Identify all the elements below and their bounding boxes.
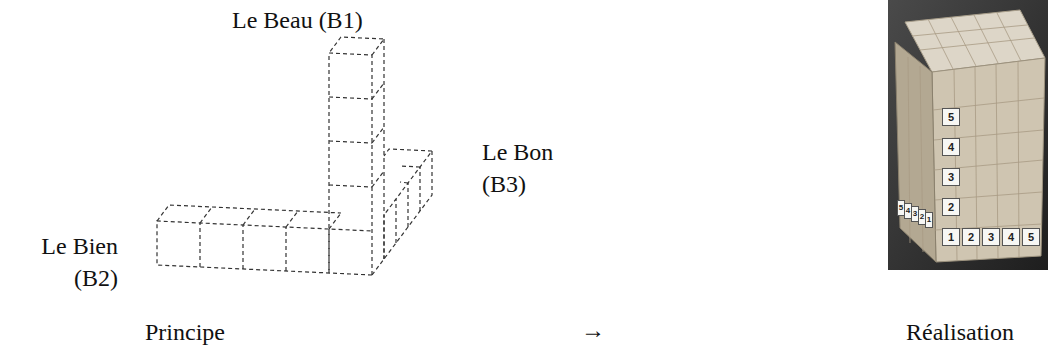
tile-number: 2 xyxy=(968,232,974,243)
number-tile: 2 xyxy=(962,228,980,246)
number-tile: 3 xyxy=(982,228,1000,246)
number-tile: 1 xyxy=(925,212,933,228)
tile-number: 5 xyxy=(1028,232,1034,243)
tile-number: 1 xyxy=(948,232,954,243)
tile-number: 3 xyxy=(913,210,917,218)
axis-label: Le Bon (B3) xyxy=(482,136,572,201)
number-tile: 5 xyxy=(942,108,960,126)
tile-number: 3 xyxy=(988,232,994,243)
tile-number: 5 xyxy=(899,204,903,212)
axis-label: Le Beau (B1) xyxy=(232,4,363,36)
number-tile: 4 xyxy=(942,138,960,156)
number-tile: 1 xyxy=(942,228,960,246)
caption-label: Principe xyxy=(145,316,225,348)
tile-number: 5 xyxy=(948,112,954,123)
cube-wireframe xyxy=(157,37,432,275)
tile-number: 4 xyxy=(1008,232,1014,243)
tile-number: 1 xyxy=(927,216,931,224)
number-tile: 4 xyxy=(1002,228,1020,246)
tile-number: 4 xyxy=(948,142,954,153)
tile-number: 2 xyxy=(920,213,924,221)
tile-number: 3 xyxy=(948,172,954,183)
number-tile: 2 xyxy=(942,198,960,216)
tile-number: 4 xyxy=(906,207,910,215)
tile-number: 2 xyxy=(948,202,954,213)
axis-label: Le Bien (B2) xyxy=(8,230,118,295)
number-tile: 3 xyxy=(942,168,960,186)
arrow-symbol: → xyxy=(581,314,605,346)
cube-photo xyxy=(888,0,1048,270)
number-tile: 5 xyxy=(1022,228,1040,246)
caption-label: Réalisation xyxy=(906,316,1014,348)
